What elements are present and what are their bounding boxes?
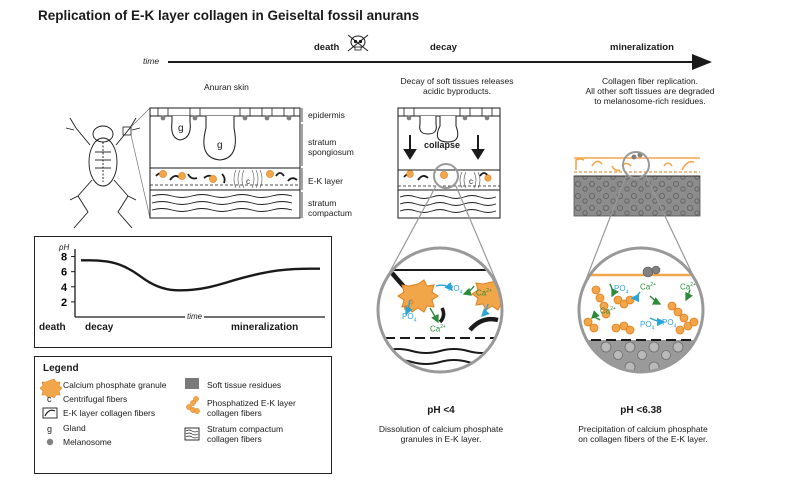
ion-ca: Ca2+ bbox=[600, 306, 616, 316]
ion-po4: PO4 bbox=[640, 320, 655, 332]
legend-item: Melanosome bbox=[63, 437, 112, 447]
svg-text:g: g bbox=[178, 123, 184, 134]
mineral-description: Collagen fiber replication. All other so… bbox=[585, 76, 715, 106]
ph-time-label: time bbox=[185, 312, 205, 321]
mineral-caption: Precipitation of calcium phosphate on co… bbox=[578, 424, 708, 444]
decay-ph: pH <4 bbox=[427, 405, 455, 416]
ph-tick-label: 2 bbox=[61, 297, 67, 309]
layer-stratum-compactum: stratum compactum bbox=[308, 198, 352, 218]
mineral-cross-section bbox=[573, 151, 701, 217]
legend-item: Phosphatized E-K layer collagen fibers bbox=[207, 398, 296, 418]
ph-xlabel-death: death bbox=[39, 322, 66, 333]
ph-axis-label: pH bbox=[59, 243, 70, 252]
ion-ca: Ca2+ bbox=[640, 282, 656, 292]
legend-title: Legend bbox=[43, 363, 79, 374]
legend-item: Stratum compactum collagen fibers bbox=[207, 424, 284, 444]
frog-illustration bbox=[65, 117, 141, 229]
skull-icon bbox=[347, 34, 369, 52]
collapse-label: collapse bbox=[424, 140, 461, 150]
ph-chart: 8 6 4 2 pH death decay mineralization time bbox=[34, 236, 332, 348]
legend-item: Centrifugal fibers bbox=[63, 394, 128, 404]
phosphatized-fiber-icon bbox=[186, 396, 200, 414]
zoom-circle-precipitation bbox=[577, 246, 705, 374]
zoom-circle-dissolution bbox=[376, 246, 504, 374]
decay-cross-section: c bbox=[397, 107, 501, 219]
ion-po4: PO4 bbox=[402, 312, 417, 324]
layer-ek: E-K layer bbox=[308, 176, 343, 186]
ph-chart-plot: 8 6 4 2 bbox=[61, 249, 325, 318]
timeline-mineralization: mineralization bbox=[610, 42, 674, 53]
ion-ca: Ca2+ bbox=[430, 324, 446, 334]
legend-item: Calcium phosphate granule bbox=[63, 380, 167, 390]
mineral-ph: pH <6.38 bbox=[620, 405, 662, 416]
svg-text:c: c bbox=[469, 177, 473, 186]
timeline-death: death bbox=[314, 42, 340, 53]
stratum-compactum-icon bbox=[184, 427, 200, 441]
ion-ca: Ca2+ bbox=[476, 288, 492, 298]
ion-ca: Ca2+ bbox=[680, 282, 696, 292]
layer-stratum-spongiosum: stratum spongiosum bbox=[308, 137, 354, 157]
svg-text:c: c bbox=[246, 177, 250, 186]
layer-epidermis: epidermis bbox=[308, 110, 345, 120]
ph-tick-label: 8 bbox=[61, 252, 67, 264]
calcium-phosphate-granule-icon bbox=[39, 378, 63, 399]
ph-xlabel-decay: decay bbox=[85, 322, 114, 333]
ion-po4: PO4 bbox=[614, 284, 629, 296]
decay-description: Decay of soft tissues releases acidic by… bbox=[400, 76, 514, 96]
ph-xlabel-mineralization: mineralization bbox=[231, 322, 299, 333]
ion-po4: PO4 bbox=[448, 284, 463, 296]
timeline-time-label: time bbox=[143, 56, 160, 66]
timeline-decay: decay bbox=[430, 42, 457, 53]
skin-cross-section: g g c bbox=[149, 107, 303, 219]
collagen-fiber-icon bbox=[42, 407, 58, 419]
figure-title: Replication of E-K layer collagen in Gei… bbox=[38, 8, 420, 23]
legend-item: Gland bbox=[63, 423, 86, 433]
melanosome-icon bbox=[46, 438, 54, 446]
decay-caption: Dissolution of calcium phosphate granule… bbox=[378, 424, 504, 444]
ph-tick-label: 6 bbox=[61, 267, 67, 279]
legend-item: Soft tissue residues bbox=[207, 380, 282, 390]
skin-heading: Anuran skin bbox=[204, 82, 249, 92]
ph-tick-label: 4 bbox=[61, 282, 68, 294]
ion-po4: PO4 bbox=[662, 318, 677, 330]
legend: Legend c g Calcium phosphate granule Cen… bbox=[34, 356, 332, 474]
gland-symbol: g bbox=[47, 424, 53, 434]
ph-series-line bbox=[81, 259, 320, 292]
svg-text:g: g bbox=[217, 140, 223, 151]
soft-tissue-icon bbox=[185, 378, 199, 389]
legend-symbols bbox=[39, 378, 200, 446]
legend-item: E-K layer collagen fibers bbox=[63, 408, 156, 418]
centrifugal-symbol: c bbox=[47, 394, 52, 404]
